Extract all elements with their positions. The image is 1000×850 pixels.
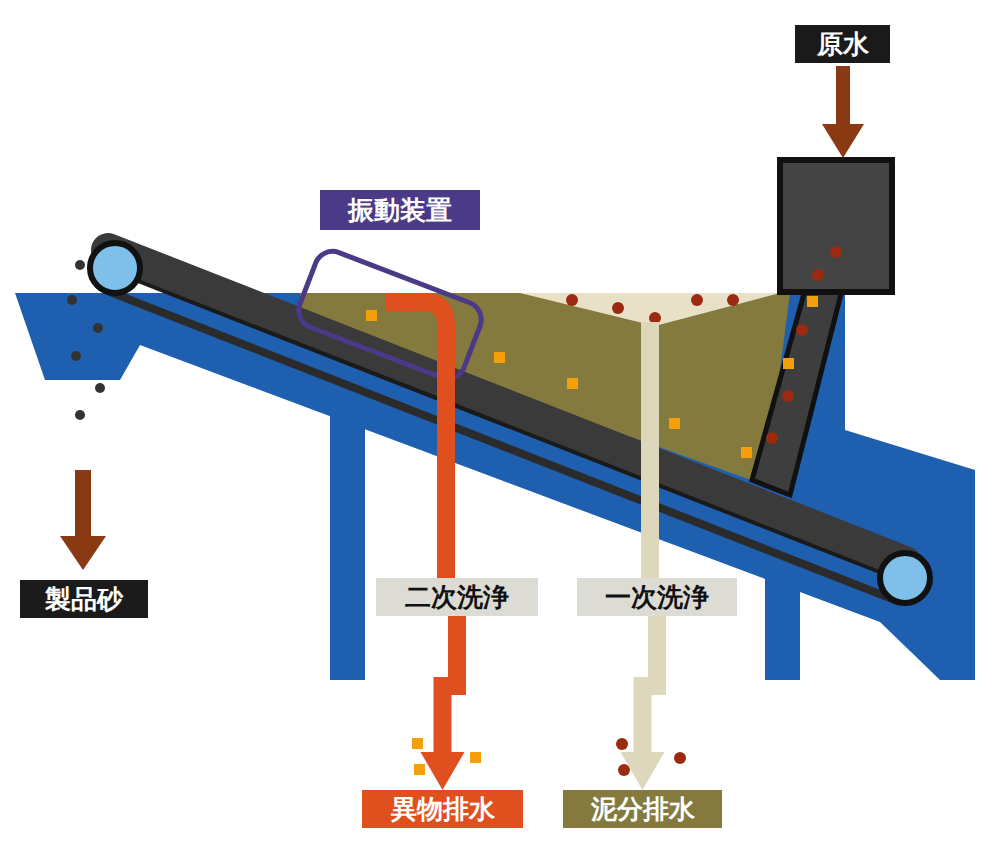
input-label: 原水 <box>795 25 890 63</box>
roller <box>90 243 140 293</box>
drain-label: 泥分排水 <box>563 790 722 828</box>
output-label: 製品砂 <box>20 580 148 618</box>
label-text: 振動装置 <box>348 197 452 223</box>
flow-arrowhead <box>621 752 665 790</box>
flow-line <box>643 616 658 756</box>
overflow-wedge <box>520 293 780 326</box>
frame-leg <box>330 400 365 680</box>
inflow-arrow <box>836 66 850 128</box>
label-text: 原水 <box>817 31 869 57</box>
product-arrow <box>75 470 91 540</box>
belt-top <box>108 250 905 563</box>
label-text: 製品砂 <box>45 586 123 612</box>
sand-particles <box>67 260 105 420</box>
secondary-pipe <box>385 302 446 590</box>
frame-leg <box>765 560 800 680</box>
label-text: 二次洗浄 <box>405 584 509 610</box>
flow-arrowhead <box>421 752 465 790</box>
flow-arrow <box>621 616 665 790</box>
hopper <box>780 160 892 292</box>
flow-line <box>443 616 458 756</box>
belt-edge <box>110 270 905 582</box>
machine-frame <box>15 293 975 680</box>
process-label: 二次洗浄 <box>376 578 538 616</box>
process-label: 一次洗浄 <box>577 578 737 616</box>
label-text: 一次洗浄 <box>605 584 709 610</box>
flow-arrow <box>421 616 465 790</box>
vibration-frame <box>294 246 487 384</box>
water-basin <box>300 293 790 485</box>
drain-label: 異物排水 <box>362 790 523 828</box>
product-arrowhead <box>60 536 106 570</box>
label-text: 泥分排水 <box>591 796 695 822</box>
roller <box>880 553 930 603</box>
label-text: 異物排水 <box>391 796 495 822</box>
chute <box>752 290 842 495</box>
device-label: 振動装置 <box>320 190 480 230</box>
primary-stream <box>641 322 659 590</box>
inflow-arrowhead <box>822 124 864 158</box>
mud-particles <box>566 246 842 444</box>
